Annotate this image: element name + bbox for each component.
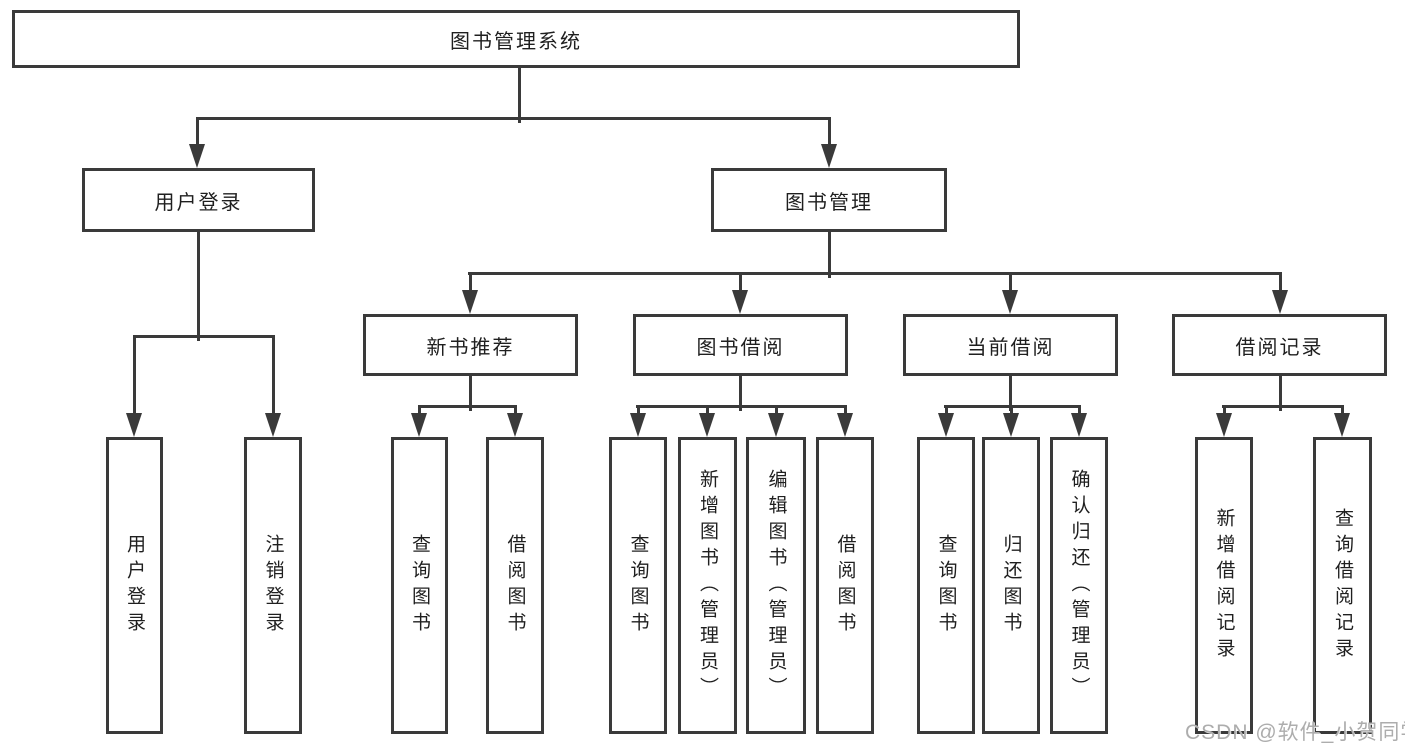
node-current-borrow: 当前借阅 bbox=[903, 314, 1118, 376]
node-root-system: 图书管理系统 bbox=[12, 10, 1020, 68]
connector-line-vertical bbox=[1009, 376, 1012, 411]
connector-line-horizontal bbox=[1222, 405, 1344, 408]
node-book-management: 图书管理 bbox=[711, 168, 947, 232]
connector-line-vertical bbox=[637, 405, 640, 417]
node-borrow-records: 借阅记录 bbox=[1172, 314, 1387, 376]
connector-line-horizontal bbox=[133, 335, 275, 338]
node-label: 新书推荐 bbox=[426, 336, 515, 359]
connector-line-vertical bbox=[272, 335, 275, 417]
connector-line-vertical bbox=[844, 405, 847, 417]
leaf-label: 借阅图书 bbox=[834, 533, 856, 638]
connector-line-vertical bbox=[514, 405, 517, 417]
arrow-down-icon bbox=[126, 413, 142, 437]
connector-line-vertical bbox=[518, 68, 521, 123]
connector-line-vertical bbox=[828, 117, 831, 148]
node-label: 用户登录 bbox=[154, 191, 243, 214]
leaf-borrow-books-recommend: 借阅图书 bbox=[486, 437, 544, 734]
leaf-label: 查询图书 bbox=[409, 533, 430, 638]
leaf-label: 借阅图书 bbox=[504, 533, 526, 638]
arrow-down-icon bbox=[462, 290, 478, 314]
connector-line-vertical bbox=[1341, 405, 1344, 417]
leaf-add-books-admin: 新增图书（管理员） bbox=[678, 437, 737, 734]
arrow-down-icon bbox=[265, 413, 281, 437]
connector-line-vertical bbox=[1078, 405, 1081, 417]
node-label: 图书管理 bbox=[785, 191, 873, 214]
arrow-down-icon bbox=[1216, 413, 1232, 437]
connector-line-vertical bbox=[775, 405, 778, 417]
leaf-label: 注销登录 bbox=[262, 533, 284, 638]
leaf-user-login: 用户登录 bbox=[106, 437, 163, 734]
arrow-down-icon bbox=[630, 413, 646, 437]
connector-line-horizontal bbox=[418, 405, 517, 408]
leaf-label: 用户登录 bbox=[124, 533, 145, 638]
arrow-down-icon bbox=[938, 413, 954, 437]
connector-line-vertical bbox=[1279, 376, 1282, 411]
leaf-query-borrow-record: 查询借阅记录 bbox=[1313, 437, 1372, 734]
connector-line-vertical bbox=[1279, 272, 1282, 294]
connector-line-vertical bbox=[1223, 405, 1226, 417]
connector-line-vertical bbox=[1009, 272, 1012, 294]
node-label: 当前借阅 bbox=[966, 336, 1055, 359]
connector-line-vertical bbox=[945, 405, 948, 417]
csdn-watermark: CSDN @软件_小贺同学 bbox=[1185, 721, 1405, 744]
arrow-down-icon bbox=[1071, 413, 1087, 437]
connector-line-vertical bbox=[706, 405, 709, 417]
arrow-down-icon bbox=[699, 413, 715, 437]
node-label: 图书管理系统 bbox=[450, 30, 582, 53]
leaf-query-books-recommend: 查询图书 bbox=[391, 437, 448, 734]
leaf-edit-books-admin: 编辑图书（管理员） bbox=[746, 437, 806, 734]
arrow-down-icon bbox=[1003, 413, 1019, 437]
arrow-down-icon bbox=[768, 413, 784, 437]
leaf-label: 查询借阅记录 bbox=[1332, 507, 1353, 664]
leaf-query-books-borrow: 查询图书 bbox=[609, 437, 667, 734]
leaf-label: 编辑图书（管理员） bbox=[765, 468, 787, 703]
leaf-label: 确认归还（管理员） bbox=[1068, 468, 1090, 703]
arrow-down-icon bbox=[1334, 413, 1350, 437]
connector-line-vertical bbox=[469, 376, 472, 411]
connector-line-horizontal bbox=[196, 117, 831, 120]
connector-line-vertical bbox=[196, 117, 199, 148]
arrow-down-icon bbox=[1002, 290, 1018, 314]
arrow-down-icon bbox=[732, 290, 748, 314]
connector-line-vertical bbox=[133, 335, 136, 417]
arrow-down-icon bbox=[189, 144, 205, 168]
node-label: 图书借阅 bbox=[696, 336, 785, 359]
connector-line-vertical bbox=[739, 376, 742, 411]
connector-line-horizontal bbox=[468, 272, 1282, 275]
connector-line-vertical bbox=[469, 272, 472, 294]
leaf-add-borrow-record: 新增借阅记录 bbox=[1195, 437, 1253, 734]
node-new-book-recommend: 新书推荐 bbox=[363, 314, 578, 376]
leaf-return-books: 归还图书 bbox=[982, 437, 1040, 734]
leaf-label: 新增借阅记录 bbox=[1213, 507, 1235, 664]
connector-line-vertical bbox=[197, 232, 200, 341]
leaf-label: 查询图书 bbox=[627, 533, 649, 638]
node-user-login: 用户登录 bbox=[82, 168, 315, 232]
arrow-down-icon bbox=[821, 144, 837, 168]
connector-line-vertical bbox=[418, 405, 421, 417]
leaf-label: 查询图书 bbox=[935, 533, 957, 638]
arrow-down-icon bbox=[411, 413, 427, 437]
leaf-label: 归还图书 bbox=[1000, 533, 1022, 638]
leaf-query-books-current: 查询图书 bbox=[917, 437, 975, 734]
connector-line-vertical bbox=[739, 272, 742, 294]
arrow-down-icon bbox=[837, 413, 853, 437]
connector-line-vertical bbox=[828, 232, 831, 278]
leaf-label: 新增图书（管理员） bbox=[697, 468, 718, 703]
node-book-borrow: 图书借阅 bbox=[633, 314, 848, 376]
leaf-borrow-books: 借阅图书 bbox=[816, 437, 874, 734]
arrow-down-icon bbox=[1272, 290, 1288, 314]
leaf-logout: 注销登录 bbox=[244, 437, 302, 734]
arrow-down-icon bbox=[507, 413, 523, 437]
connector-line-vertical bbox=[1010, 405, 1013, 417]
leaf-confirm-return-admin: 确认归还（管理员） bbox=[1050, 437, 1108, 734]
node-label: 借阅记录 bbox=[1235, 336, 1324, 359]
